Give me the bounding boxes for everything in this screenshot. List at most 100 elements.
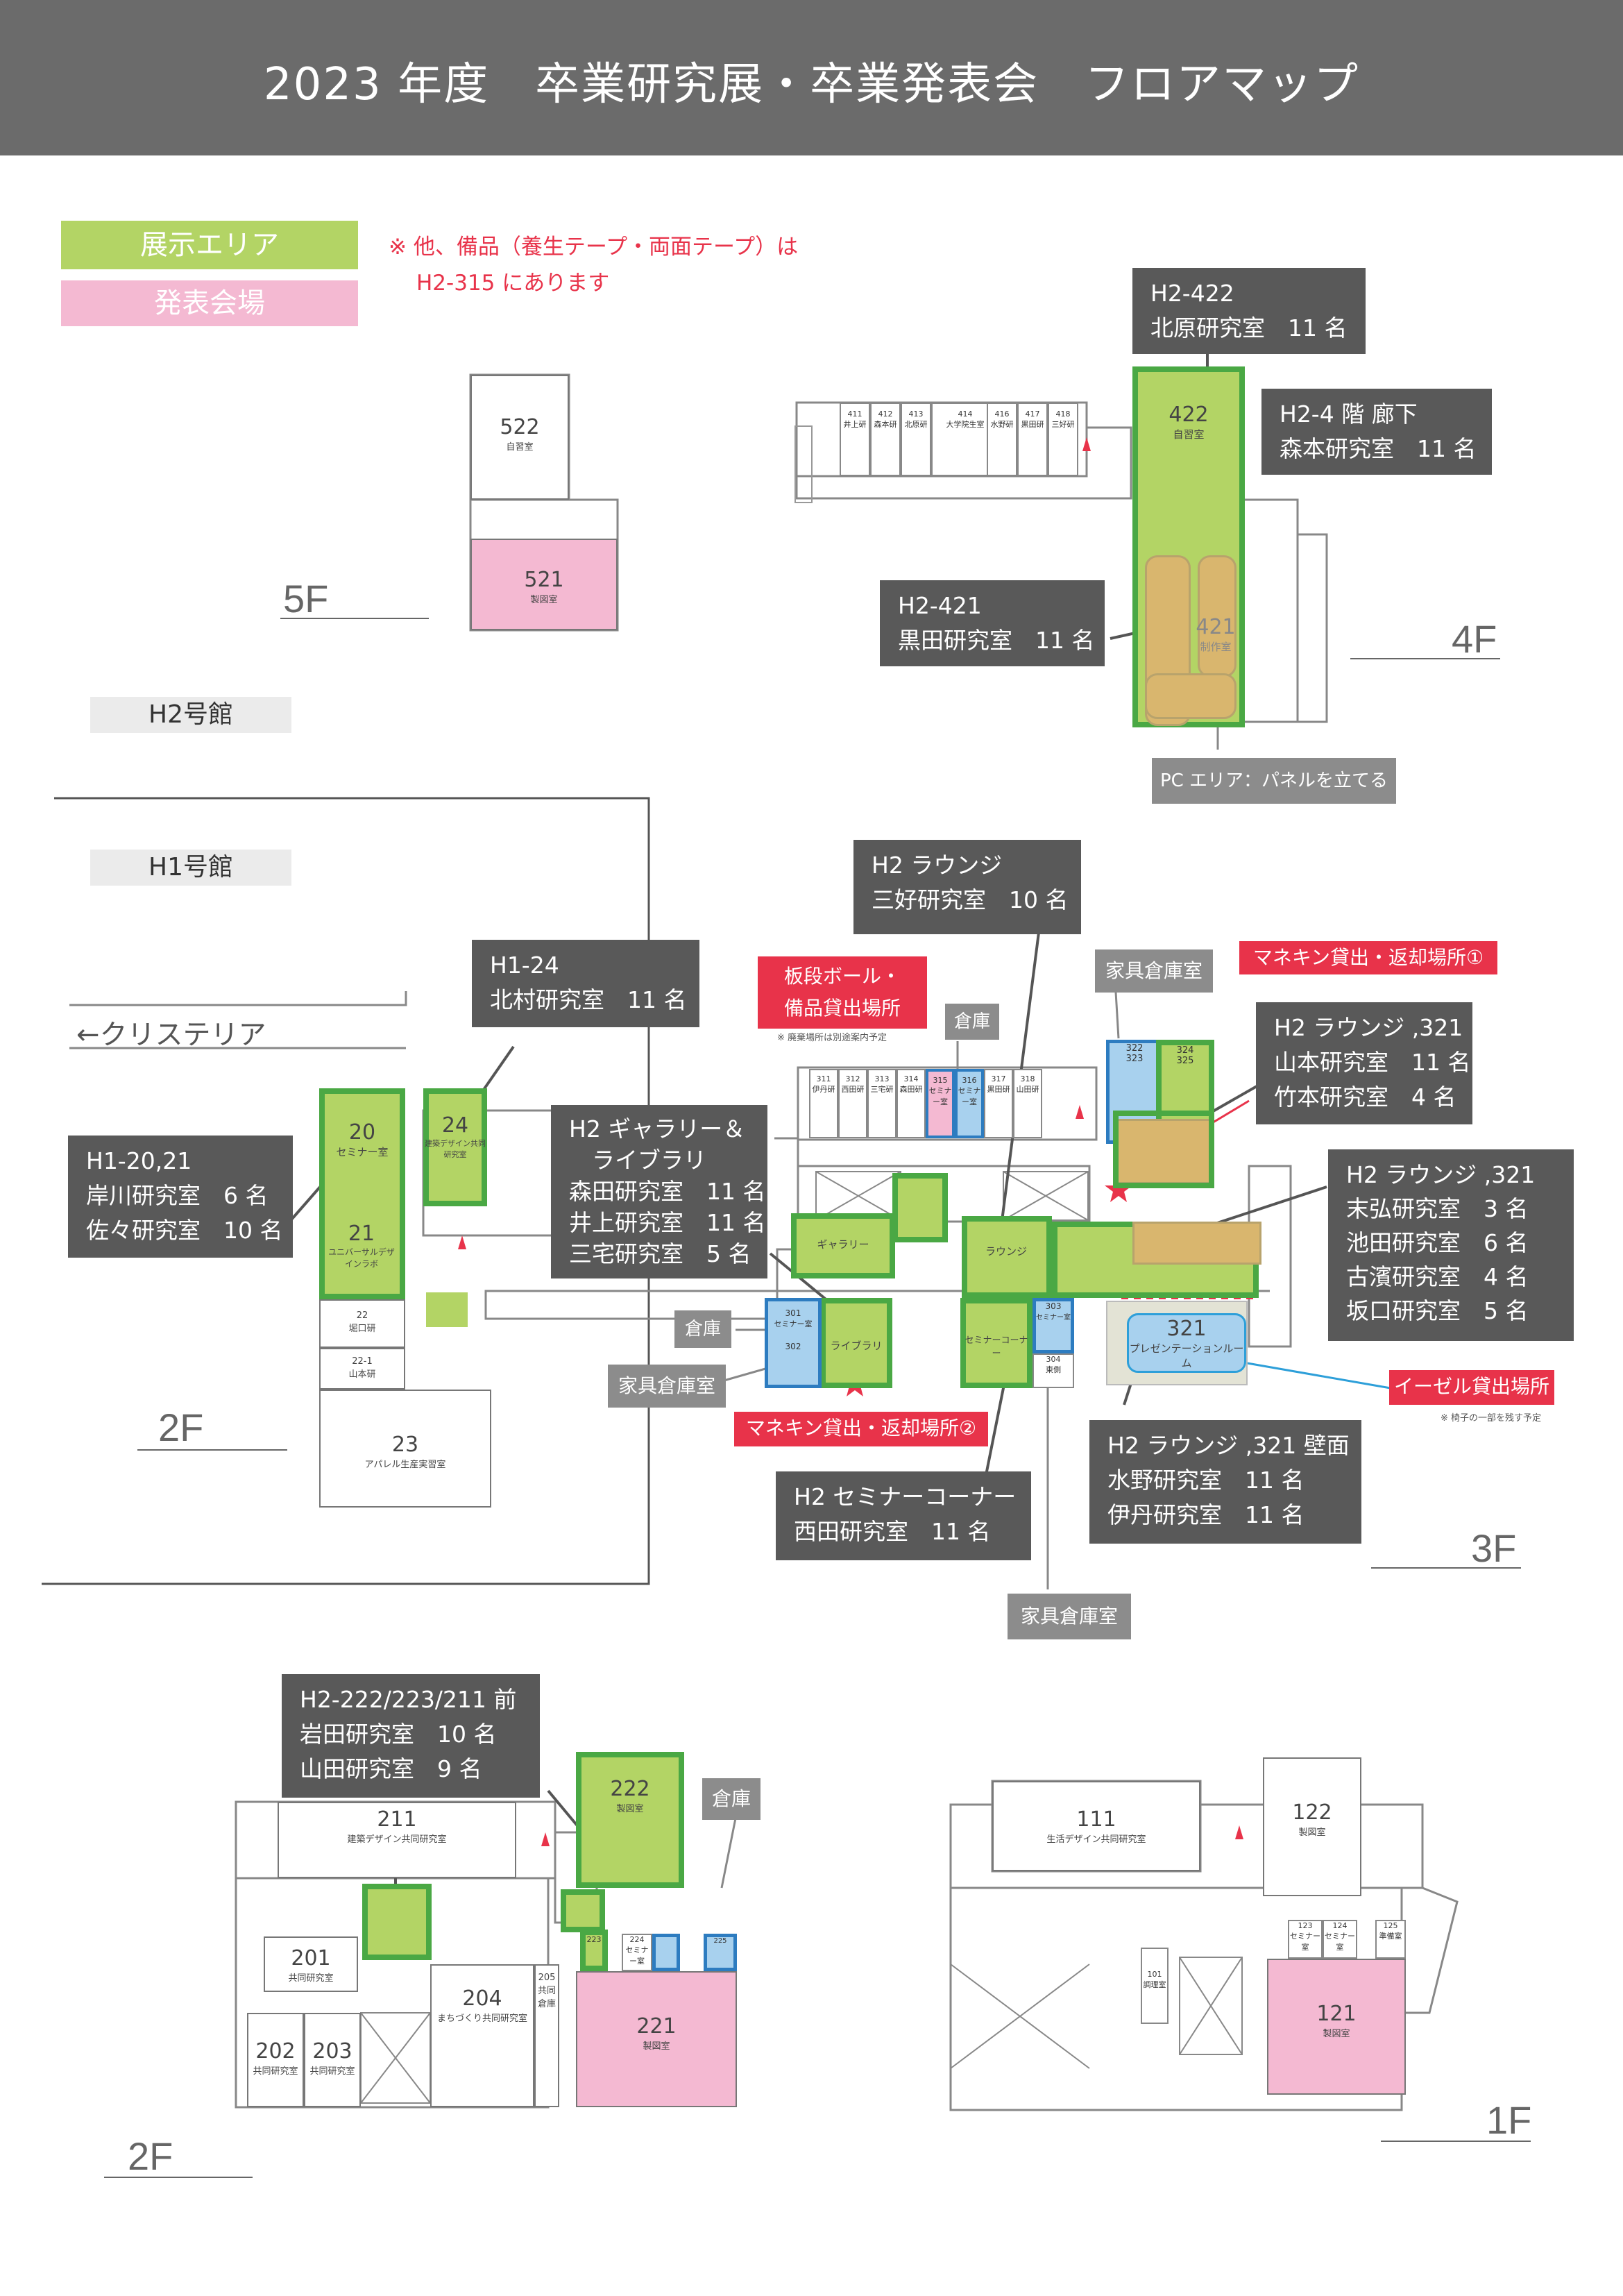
building-h2-label: H2号館 <box>90 697 291 733</box>
callout-h2-seminar-corner: H2 セミナーコーナー 西田研究室 11 名 <box>776 1471 1031 1560</box>
gallery-north-exhibit <box>892 1173 948 1242</box>
tag-mannequin-1: マネキン貸出・返却場所① <box>1239 941 1497 974</box>
floor-label-1f: 1F <box>1486 2098 1532 2142</box>
tag-furniture-storage-3: 家具倉庫室 <box>1008 1594 1131 1639</box>
tag-furniture-storage-2: 家具倉庫室 <box>608 1365 726 1408</box>
room-224-seminar <box>652 1934 680 1971</box>
work-table-bottom <box>1145 673 1237 719</box>
lounge-table-east <box>1132 1222 1261 1265</box>
legend-presentation: 発表会場 <box>61 280 358 326</box>
tag-storage-2: 倉庫 <box>674 1310 731 1348</box>
gallery-label: ギャラリー <box>817 1238 869 1251</box>
floor-underline-5f <box>280 618 429 619</box>
callout-h2-222: H2-222/223/211 前 岩田研究室 10 名 山田研究室 9 名 <box>282 1674 540 1798</box>
floor-label-2f: 2F <box>128 2134 173 2178</box>
tag-storage-3: 倉庫 <box>702 1778 760 1820</box>
floor-underline-1f <box>1381 2141 1531 2142</box>
header-bar <box>0 0 1623 155</box>
lounge-area-exhibit <box>962 1216 1052 1298</box>
tag-mannequin-2: マネキン貸出・返却場所② <box>734 1412 988 1446</box>
lounge-label: ラウンジ <box>985 1245 1027 1258</box>
floor-label-3f: 3F <box>1471 1526 1517 1570</box>
room-lounge-321-exhibit <box>1113 1111 1214 1188</box>
supplies-note-line1: ※ 他、備品（養生テープ・両面テープ）は <box>389 235 799 260</box>
legend-exhibit: 展示エリア <box>61 221 358 269</box>
room-225: 225 <box>704 1934 737 1971</box>
floor-underline-2f <box>104 2177 253 2178</box>
callout-h2-lounge-321-yamamoto: H2 ラウンジ ,321 山本研究室 11 名 竹本研究室 4 名 <box>1256 1002 1472 1124</box>
tag-pc-area: PC エリア：パネルを立てる <box>1152 758 1396 804</box>
supplies-note-line2: H2-315 にあります <box>416 271 610 296</box>
callout-h2-4-corridor: H2-4 階 廊下 森本研究室 11 名 <box>1261 389 1492 475</box>
cafeteria-direction: ←クリステリア <box>76 1019 266 1051</box>
gallery-exhibit <box>791 1213 895 1278</box>
room-h1-20-21-exhibit <box>319 1088 405 1299</box>
callout-h2-lounge-wall: H2 ラウンジ ,321 壁面 水野研究室 11 名 伊丹研究室 11 名 <box>1089 1420 1361 1544</box>
tag-easel-lending: イーゼル貸出場所 <box>1389 1370 1554 1405</box>
floor-label-2f-h1: 2F <box>158 1406 204 1449</box>
corridor-222-exhibit <box>561 1889 605 1932</box>
floor-underline-2f-h1 <box>137 1449 287 1451</box>
tag-cardboard-note: ※ 廃棄場所は別途案内予定 <box>777 1033 887 1043</box>
tag-furniture-storage-1: 家具倉庫室 <box>1095 949 1213 993</box>
tag-storage-1: 倉庫 <box>945 1004 999 1040</box>
callout-h2-lounge-miyoshi: H2 ラウンジ 三好研究室 10 名 <box>853 840 1081 934</box>
page-title: 2023 年度 卒業研究展・卒業発表会 フロアマップ <box>263 59 1360 110</box>
work-table-right <box>1198 555 1237 677</box>
room-211-front-exhibit <box>362 1884 432 1960</box>
callout-h2-421: H2-421 黒田研究室 11 名 <box>880 580 1105 666</box>
callout-h2-422: H2-422 北原研究室 11 名 <box>1132 268 1366 354</box>
room-223: 223 <box>580 1930 608 1971</box>
callout-h2-gallery-library: H2 ギャラリー＆ ライブラリ 森田研究室 11 名 井上研究室 11 名 三宅… <box>551 1105 767 1278</box>
tag-cardboard-lending: 板段ボール・ 備品貸出場所 <box>758 956 927 1029</box>
floor-underline-4f <box>1350 658 1500 659</box>
callout-h1-20-21: H1-20,21 岸川研究室 6 名 佐々研究室 10 名 <box>68 1136 293 1258</box>
seminar-corner-exhibit <box>960 1298 1033 1388</box>
building-h1-label: H1号館 <box>90 850 291 886</box>
floor-label-4f: 4F <box>1452 617 1497 661</box>
callout-h2-lounge-321-suehiro: H2 ラウンジ ,321 末弘研究室 3 名 池田研究室 6 名 古濱研究室 4… <box>1328 1149 1574 1341</box>
room-h1-24-exhibit <box>423 1088 487 1206</box>
